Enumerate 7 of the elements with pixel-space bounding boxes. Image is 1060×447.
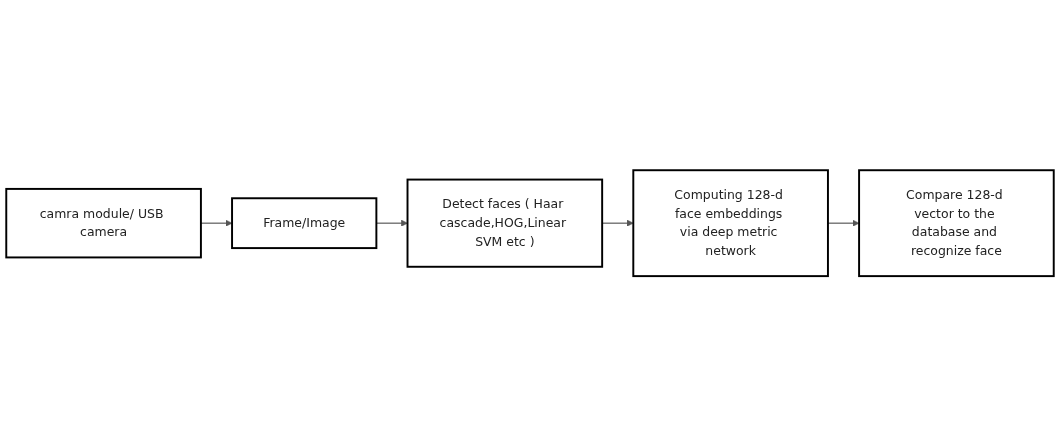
node-box: Computing 128-d face embeddings via deep metric network	[632, 169, 829, 278]
node-box: camra module/ USB camera	[5, 188, 202, 259]
arrow	[827, 220, 860, 227]
node-box: Compare 128-d vector to the database and recognize face	[858, 169, 1055, 278]
node-box: Frame/Image	[231, 197, 378, 250]
node-box: Detect faces ( Haar cascade,HOG,Linear SVM etc )	[406, 178, 604, 269]
arrow	[200, 220, 233, 227]
